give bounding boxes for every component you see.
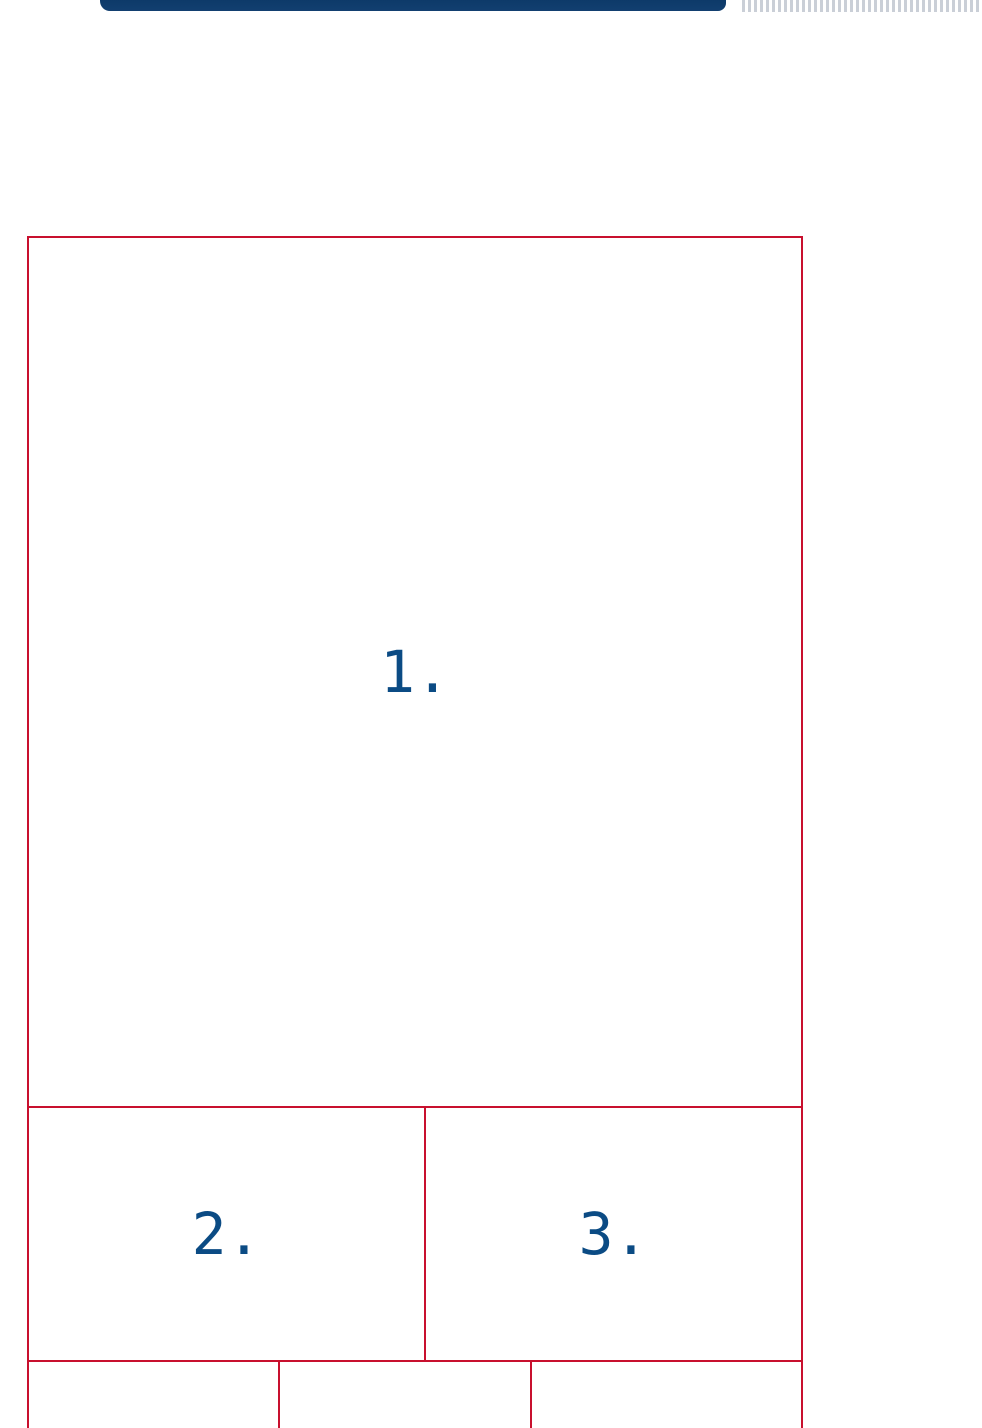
panel-1: 1.	[29, 238, 801, 1108]
top-text-image-fragment	[742, 0, 982, 12]
bottom-panel-right	[532, 1362, 801, 1428]
top-banner-image-fragment	[100, 0, 726, 11]
bottom-panel-middle	[280, 1362, 532, 1428]
panel-3: 3.	[426, 1108, 801, 1362]
bottom-panel-left	[29, 1362, 280, 1428]
layout-grid: 1. 2. 3.	[27, 236, 803, 1428]
panel-2: 2.	[29, 1108, 426, 1362]
panel-3-label: 3.	[579, 1205, 649, 1263]
panel-2-label: 2.	[192, 1205, 262, 1263]
panel-1-label: 1.	[380, 643, 450, 701]
